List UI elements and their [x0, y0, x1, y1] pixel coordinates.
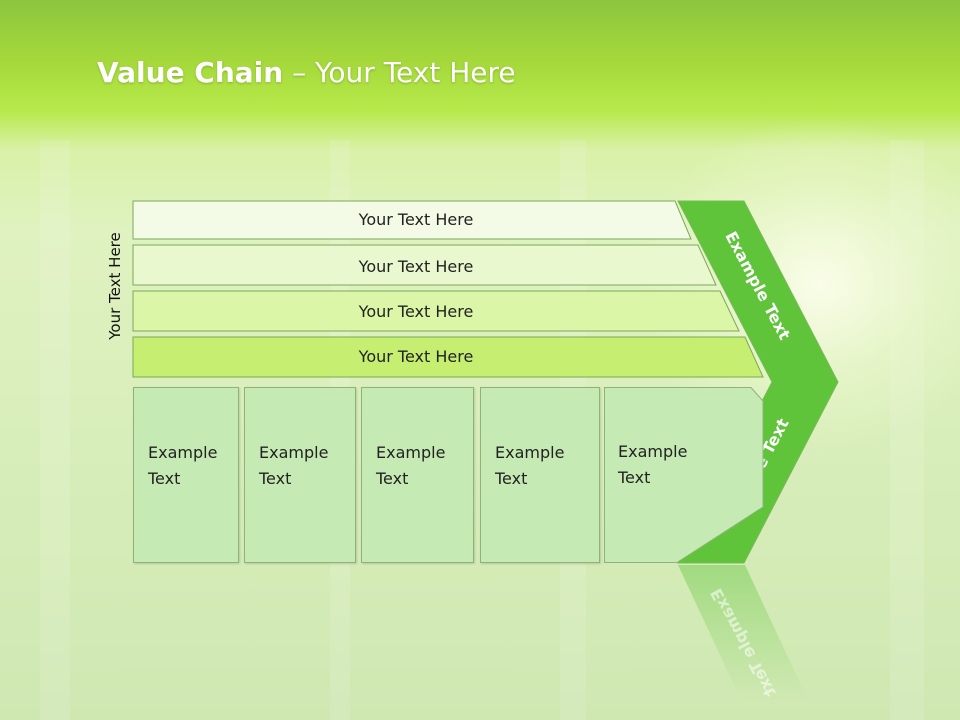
column-text-line1: Example	[376, 443, 446, 462]
row-label-4: Your Text Here	[358, 347, 474, 366]
column-box-5-shape	[604, 387, 764, 563]
column-text-line2: Text	[618, 468, 651, 487]
slide-title-rest: – Your Text Here	[283, 56, 516, 89]
row-label-3: Your Text Here	[358, 302, 474, 321]
row-bar-3	[132, 290, 740, 332]
row-bar-1	[132, 200, 692, 240]
column-text-line2: Text	[376, 469, 409, 488]
slide-title-bold: Value Chain	[97, 56, 284, 89]
column-text-line2: Text	[495, 469, 528, 488]
column-text-line1: Example	[618, 442, 688, 461]
chevron-reflection	[678, 565, 808, 700]
column-text-line2: Text	[148, 469, 181, 488]
row-bar-2	[132, 244, 717, 286]
column-text-line2: Text	[259, 469, 292, 488]
slide-title: Value Chain – Your Text Here	[97, 53, 516, 93]
column-text-line1: Example	[259, 443, 329, 462]
column-text-line1: Example	[495, 443, 565, 462]
row-label-2: Your Text Here	[358, 257, 474, 276]
background-stripe	[40, 140, 70, 720]
row-label-1: Your Text Here	[358, 210, 474, 229]
column-text-line1: Example	[148, 443, 218, 462]
row-bar-4	[132, 336, 764, 378]
